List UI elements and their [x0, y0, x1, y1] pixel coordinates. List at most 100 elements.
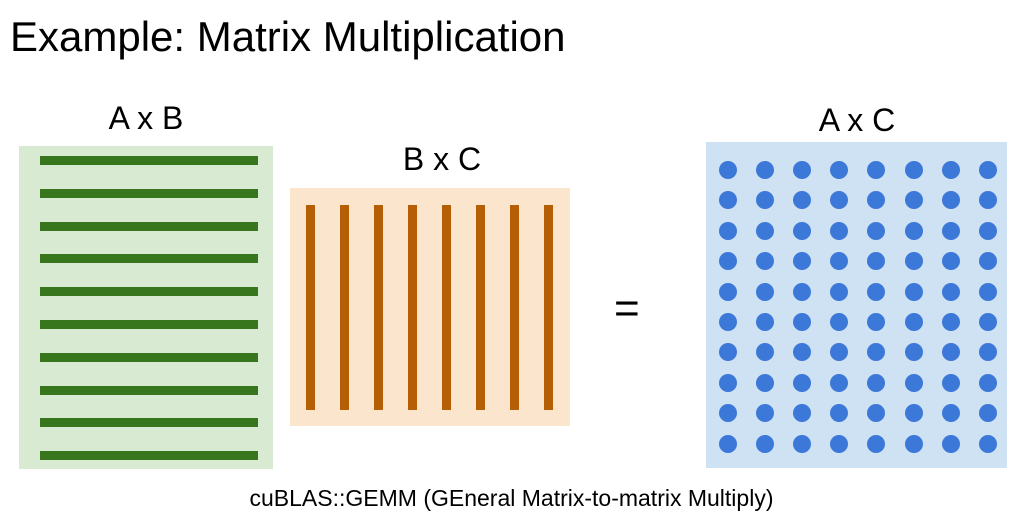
- matrix-c-element-dot: [719, 191, 737, 209]
- matrix-b-column-bar: [510, 205, 519, 410]
- matrix-c-element-dot: [830, 222, 848, 240]
- matrix-c-element-dot: [979, 374, 997, 392]
- matrix-c-element-dot: [793, 435, 811, 453]
- matrix-c-element-dot: [793, 283, 811, 301]
- matrix-c-element-dot: [867, 161, 885, 179]
- matrix-c-element-dot: [905, 283, 923, 301]
- matrix-c-element-dot: [979, 252, 997, 270]
- matrix-a-row-bar: [40, 189, 258, 198]
- matrix-c-element-dot: [719, 404, 737, 422]
- matrix-c-element-dot: [756, 191, 774, 209]
- matrix-c-label: A x C: [818, 102, 896, 138]
- matrix-c-element-dot: [756, 222, 774, 240]
- matrix-c-element-dot: [719, 435, 737, 453]
- matrix-c-element-dot: [979, 343, 997, 361]
- matrix-c-element-dot: [719, 374, 737, 392]
- matrix-a-row-bar: [40, 254, 258, 263]
- matrix-c-element-dot: [793, 222, 811, 240]
- matrix-c-element-dot: [942, 191, 960, 209]
- matrix-c-element-dot: [756, 343, 774, 361]
- matrix-b-label: B x C: [402, 141, 482, 177]
- slide-title: Example: Matrix Multiplication: [10, 13, 566, 60]
- equals-sign: =: [614, 284, 640, 333]
- matrix-c-element-dot: [979, 283, 997, 301]
- matrix-c-element-dot: [793, 404, 811, 422]
- matrix-a-row-bar: [40, 320, 258, 329]
- matrix-c-element-dot: [793, 374, 811, 392]
- matrix-c-element-dot: [979, 404, 997, 422]
- matrix-c-element-dot: [719, 222, 737, 240]
- matrix-c-element-dot: [905, 313, 923, 331]
- matrix-c-element-dot: [830, 343, 848, 361]
- matrix-c-element-dot: [830, 283, 848, 301]
- matrix-c-element-dot: [942, 313, 960, 331]
- matrix-c-element-dot: [830, 374, 848, 392]
- matrix-b-column-bar: [476, 205, 485, 410]
- matrix-c-element-dot: [942, 222, 960, 240]
- matrix-c-element-dot: [793, 313, 811, 331]
- matrix-b: [290, 188, 570, 426]
- matrix-c-element-dot: [793, 161, 811, 179]
- matrix-a-row-bar: [40, 156, 258, 165]
- matrix-c-element-dot: [942, 404, 960, 422]
- matrix-a-label: A x B: [108, 100, 184, 136]
- matrix-c-element-dot: [719, 313, 737, 331]
- matrix-c-element-dot: [756, 404, 774, 422]
- matrix-c-element-dot: [830, 161, 848, 179]
- matrix-c-element-dot: [756, 313, 774, 331]
- matrix-c-element-dot: [756, 252, 774, 270]
- matrix-b-column-bar: [340, 205, 349, 410]
- matrix-c-element-dot: [830, 404, 848, 422]
- matrix-c-element-dot: [905, 252, 923, 270]
- matrix-a-row-bar: [40, 386, 258, 395]
- matrix-c-element-dot: [830, 435, 848, 453]
- matrix-c-element-dot: [942, 374, 960, 392]
- matrix-c-element-dot: [905, 222, 923, 240]
- matrix-c-element-dot: [979, 191, 997, 209]
- matrix-c-element-dot: [979, 222, 997, 240]
- matrix-c-element-dot: [830, 252, 848, 270]
- matrix-c-element-dot: [867, 252, 885, 270]
- matrix-b-column-bar: [544, 205, 553, 410]
- matrix-b-column-bar: [306, 205, 315, 410]
- matrix-c-element-dot: [756, 374, 774, 392]
- matrix-c-element-dot: [830, 313, 848, 331]
- matrix-c-element-dot: [756, 435, 774, 453]
- matrix-c-element-dot: [830, 191, 848, 209]
- matrix-c-element-dot: [942, 343, 960, 361]
- matrix-c-element-dot: [942, 161, 960, 179]
- matrix-a: [19, 146, 273, 469]
- matrix-c-element-dot: [756, 161, 774, 179]
- matrix-c-element-dot: [867, 404, 885, 422]
- matrix-c-element-dot: [867, 313, 885, 331]
- matrix-a-row-bar: [40, 451, 258, 460]
- matrix-c-element-dot: [719, 252, 737, 270]
- matrix-c-element-dot: [905, 161, 923, 179]
- matrix-c-element-dot: [719, 283, 737, 301]
- matrix-b-column-bar: [408, 205, 417, 410]
- matrix-c-element-dot: [942, 283, 960, 301]
- matrix-c-element-dot: [719, 161, 737, 179]
- matrix-c-element-dot: [905, 374, 923, 392]
- matrix-c-element-dot: [867, 222, 885, 240]
- matrix-c-element-dot: [979, 313, 997, 331]
- matrix-c-element-dot: [979, 161, 997, 179]
- matrix-c-element-dot: [905, 435, 923, 453]
- matrix-c-element-dot: [867, 283, 885, 301]
- matrix-c-element-dot: [719, 343, 737, 361]
- caption: cuBLAS::GEMM (GEneral Matrix-to-matrix M…: [249, 485, 774, 511]
- matrix-c-element-dot: [905, 191, 923, 209]
- matrix-c-element-dot: [905, 343, 923, 361]
- matrix-c-element-dot: [867, 435, 885, 453]
- matrix-a-row-bar: [40, 287, 258, 296]
- matrix-c-element-dot: [979, 435, 997, 453]
- matrix-c-element-dot: [867, 343, 885, 361]
- matrix-a-row-bar: [40, 418, 258, 427]
- matrix-a-row-bar: [40, 222, 258, 231]
- matrix-c-element-dot: [867, 374, 885, 392]
- matrix-c-element-dot: [793, 343, 811, 361]
- matrix-c: [706, 142, 1007, 468]
- matrix-c-element-dot: [793, 191, 811, 209]
- matrix-c-element-dot: [942, 252, 960, 270]
- matrix-b-column-bar: [442, 205, 451, 410]
